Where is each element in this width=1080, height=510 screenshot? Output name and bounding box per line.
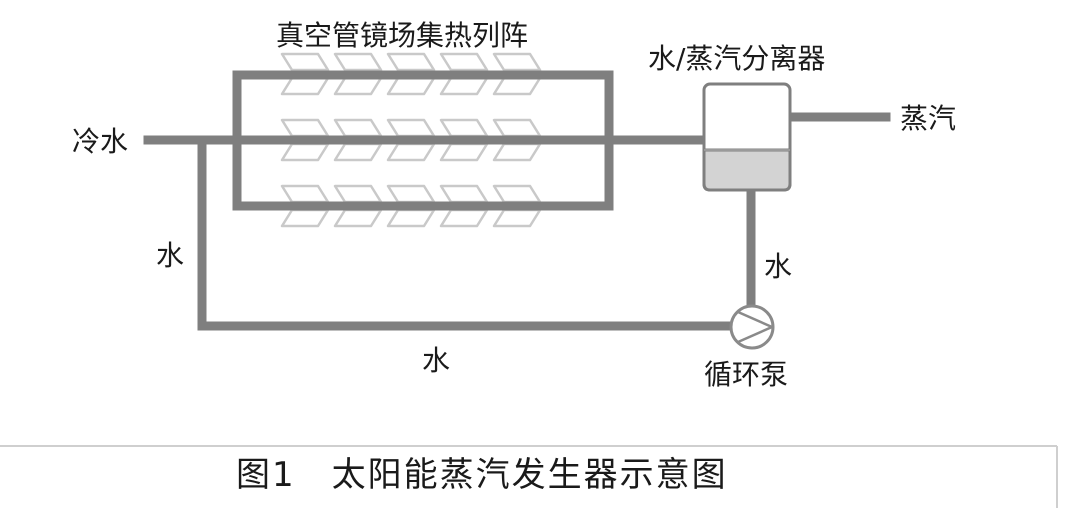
water-right-label: 水 <box>764 250 792 283</box>
figure-caption: 图1 太阳能蒸汽发生器示意图 <box>236 455 728 495</box>
steam-out-label: 蒸汽 <box>900 102 956 135</box>
water-left-label: 水 <box>156 239 184 272</box>
circulation-pump-icon <box>729 304 775 350</box>
separator-label: 水/蒸汽分离器 <box>648 42 825 75</box>
pump-label: 循环泵 <box>704 358 788 391</box>
water-steam-separator <box>702 82 792 192</box>
collector-array-label: 真空管镜场集热列阵 <box>276 19 528 52</box>
water-bottom-label: 水 <box>422 344 450 377</box>
cold-water-label: 冷水 <box>72 125 128 158</box>
